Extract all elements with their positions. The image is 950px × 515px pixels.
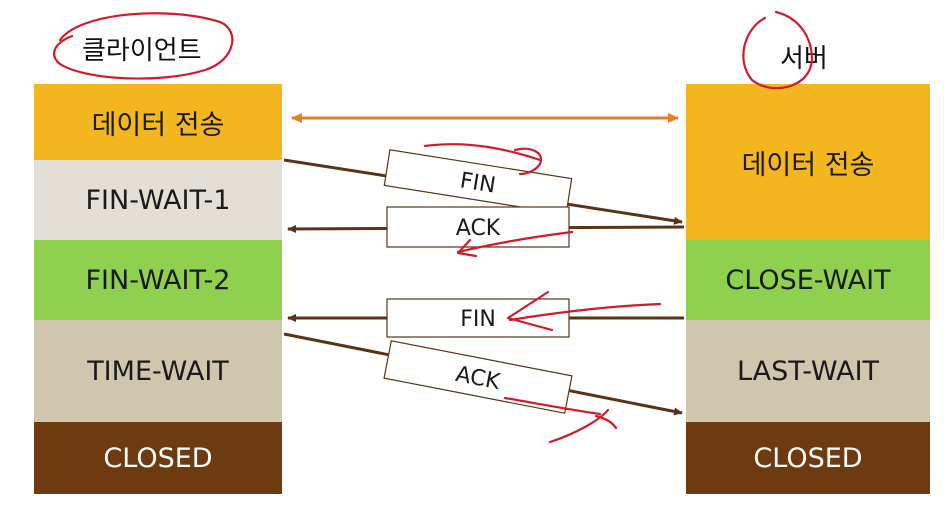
annotation-fin1-scribble [423, 143, 543, 176]
client-state-fin-wait-2: FIN-WAIT-2 [34, 240, 282, 320]
client-state-fin-wait-1: FIN-WAIT-1 [34, 160, 282, 240]
annotation-circle-server [742, 10, 814, 90]
server-state-closed: CLOSED [686, 422, 930, 494]
server-state-data-transfer: 데이터 전송 [686, 84, 930, 240]
fin-packet-1-label: FIN [458, 168, 497, 198]
client-state-time-wait: TIME-WAIT [34, 320, 282, 422]
ack-packet-1: ACK [386, 206, 570, 248]
server-heading: 서버 [780, 44, 828, 74]
annotation-ack2-scribble [503, 396, 618, 444]
fin-packet-1: FIN [383, 149, 573, 215]
fin-packet-2: FIN [386, 298, 570, 338]
annotation-ack1-scribble [456, 230, 574, 258]
client-state-closed: CLOSED [34, 422, 282, 494]
client-state-data-transfer: 데이터 전송 [34, 84, 282, 160]
annotation-circle-client [53, 12, 234, 80]
server-state-last-wait: LAST-WAIT [686, 320, 930, 422]
ack-packet-2: ACK [383, 340, 573, 414]
client-heading: 클라이언트 [82, 36, 202, 66]
server-state-close-wait: CLOSE-WAIT [686, 240, 930, 320]
ack-packet-1-label: ACK [456, 216, 501, 241]
fin-packet-2-label: FIN [460, 307, 496, 332]
annotation-fin2-scribble [506, 290, 662, 332]
